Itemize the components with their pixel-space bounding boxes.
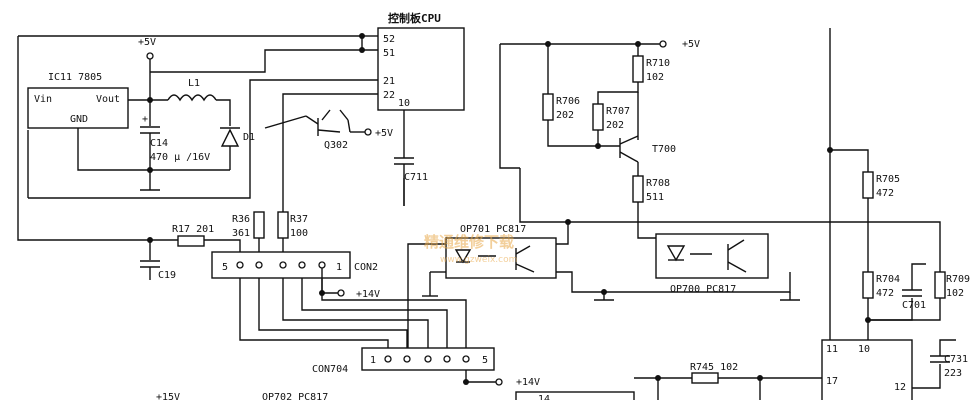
diode-d1-symbol	[220, 127, 240, 170]
supply-5v-label: +5V	[138, 37, 156, 48]
transistor-q302-symbol	[305, 109, 351, 136]
transistor-q302-label: Q302	[324, 140, 348, 151]
res-r17-label: R17 201	[172, 224, 214, 235]
wires-cpu-left	[17, 35, 405, 241]
regulator-vout: Vout	[96, 94, 120, 105]
con704-pin-5: 5	[482, 355, 488, 366]
cap-c19-label: C19	[158, 270, 176, 281]
con2-pins	[236, 261, 326, 269]
res-r706-body	[542, 93, 554, 121]
opto-op701-internals	[454, 245, 535, 273]
res-r705-body	[862, 171, 874, 199]
res-r710-body	[632, 55, 644, 83]
cpu-pin-51: 51	[383, 48, 395, 59]
cap-c701-label: C701	[902, 300, 926, 311]
cap-c731-value: 223	[944, 368, 962, 379]
wire-r706-left	[499, 44, 520, 169]
right-ic-pin-12: 12	[894, 382, 906, 393]
right-supply-5v: +5V	[682, 39, 700, 50]
inductor-l1-symbol	[167, 94, 217, 102]
diode-d1-label: D1	[243, 132, 255, 143]
con2-label: CON2	[354, 262, 378, 273]
regulator-label: IC11 7805	[48, 72, 102, 83]
res-r710-label: R710	[646, 58, 670, 69]
con2-pin-1: 1	[336, 262, 342, 273]
res-r706-value: 202	[556, 110, 574, 121]
watermark-text: 精通维修下载	[424, 233, 514, 251]
supply-15v-label: +15V	[156, 392, 180, 400]
cpu-pin-52: 52	[383, 34, 395, 45]
res-r37-body	[277, 211, 289, 239]
res-r708-value: 511	[646, 192, 664, 203]
res-r745-body	[691, 372, 719, 384]
cap-c711-symbol	[394, 157, 414, 206]
res-r708-label: R708	[646, 178, 670, 189]
regulator-vin: Vin	[34, 94, 52, 105]
res-r37-value: 100	[290, 228, 308, 239]
con704-supply-14v: +14V	[516, 377, 540, 388]
res-r709-value: 102	[946, 288, 964, 299]
opto-op702-label: OP702 PC817	[262, 392, 328, 400]
right-ic-pin-11: 11	[826, 344, 838, 355]
con2-supply-14v: +14V	[356, 289, 380, 300]
con704-pin-1: 1	[370, 355, 376, 366]
regulator-7805-body	[27, 87, 129, 129]
res-r36-value: 361	[232, 228, 250, 239]
opto-op700-label: OP700 PC817	[670, 284, 736, 295]
right-ic-pin-17: 17	[826, 376, 838, 387]
res-r709-body	[934, 271, 946, 299]
res-r704-body	[862, 271, 874, 299]
watermark-url: www.gzweix.com	[440, 255, 517, 265]
res-r705-label: R705	[876, 174, 900, 185]
opto-op701-label: OP701 PC817	[460, 224, 526, 235]
transistor-t700-symbol	[619, 135, 639, 163]
inductor-l1-label: L1	[188, 78, 200, 89]
cap-c711-label: C711	[404, 172, 428, 183]
con704-pins	[384, 355, 470, 363]
res-r707-value: 202	[606, 120, 624, 131]
res-r745-label: R745 102	[690, 362, 738, 373]
res-r36-body	[253, 211, 265, 239]
res-r36-label: R36	[232, 214, 250, 225]
res-r707-body	[592, 103, 604, 131]
res-r704-label: R704	[876, 274, 900, 285]
regulator-gnd: GND	[70, 114, 88, 125]
res-r704-value: 472	[876, 288, 894, 299]
res-r37-label: R37	[290, 214, 308, 225]
cpu-pin-21: 21	[383, 76, 395, 87]
cpu-pin-10: 10	[398, 98, 410, 109]
cap-c14-plus-sign: +	[142, 114, 148, 125]
bottom-ic-body	[515, 391, 635, 400]
cpu-ic-body	[377, 27, 465, 111]
bottom-ic-pin-14: 14	[538, 394, 550, 400]
cap-c731-symbol	[912, 339, 956, 389]
cap-c14-label: C14	[150, 138, 168, 149]
opto-op700-internals	[666, 239, 747, 273]
q302-supply-5v: +5V	[375, 128, 393, 139]
right-ic-body	[821, 339, 913, 400]
res-r707-label: R707	[606, 106, 630, 117]
res-r708-body	[632, 175, 644, 203]
res-r706-label: R706	[556, 96, 580, 107]
cap-c14-symbol	[140, 100, 160, 191]
cpu-ic-label: 控制板CPU	[388, 11, 441, 25]
cap-c14-value: 470 μ /16V	[150, 152, 210, 163]
res-r17-body	[177, 235, 205, 247]
opto-op700-body	[655, 233, 769, 279]
con2-pin-5: 5	[222, 262, 228, 273]
res-r705-value: 472	[876, 188, 894, 199]
supply-5v-terminal	[146, 52, 154, 60]
cap-c19-symbol	[140, 240, 160, 280]
wires-con2-con704	[239, 243, 467, 348]
res-r710-value: 102	[646, 72, 664, 83]
transistor-t700-label: T700	[652, 144, 676, 155]
con704-label: CON704	[312, 364, 348, 375]
right-ic-pin-10: 10	[858, 344, 870, 355]
cap-c731-label: C731	[944, 354, 968, 365]
cpu-pin-22: 22	[383, 90, 395, 101]
res-r709-label: R709	[946, 274, 970, 285]
